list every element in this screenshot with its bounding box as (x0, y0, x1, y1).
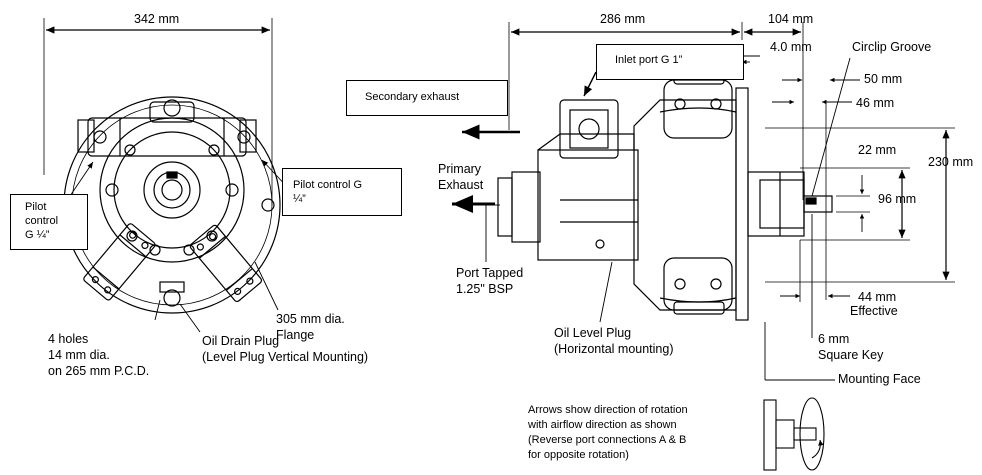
arrows-note-line1: Arrows show direction of rotation (528, 404, 688, 416)
key-line1: 6 mm (818, 332, 850, 346)
oil-drain-line2: (Level Plug Vertical Mounting) (202, 350, 369, 364)
pilot-left-box: Pilot control G ¼” (10, 194, 88, 250)
inlet-port-label: Inlet port G 1” (615, 54, 683, 66)
primary-exhaust-line1: Primary (438, 162, 482, 176)
pilot-right-box: Pilot control G ¼” (282, 168, 402, 216)
holes-line3: on 265 mm P.C.D. (48, 364, 150, 378)
rotation-diagram (763, 397, 825, 471)
flange-hole (261, 198, 275, 212)
dim-104: 104 mm (768, 12, 814, 26)
dim-46: 46 mm (856, 96, 895, 110)
oil-level-line2: (Horizontal mounting) (554, 342, 674, 356)
oil-drain-line1: Oil Drain Plug (202, 334, 280, 348)
arrows-note-line2: with airflow direction as shown (528, 419, 677, 431)
port-tapped-line2: 1.25" BSP (456, 282, 514, 296)
pilot-left-line3: G ¼” (25, 229, 50, 241)
dim-96: 96 mm (878, 192, 917, 206)
flange-hole (237, 130, 251, 144)
mounting-face-label: Mounting Face (838, 372, 921, 386)
primary-exhaust-line2: Exhaust (438, 178, 484, 192)
dim-286: 286 mm (600, 12, 646, 26)
end-view (43, 18, 291, 333)
secondary-exhaust-label: Secondary exhaust (365, 91, 460, 103)
dim-44-effective: Effective (850, 304, 898, 318)
shaft (747, 171, 805, 237)
dim-44: 44 mm (858, 290, 897, 304)
dim-50: 50 mm (864, 72, 903, 86)
dim-230: 230 mm (928, 155, 974, 169)
inlet-port-box: Inlet port G 1” (596, 44, 744, 80)
arrows-note-line4: for opposite rotation) (528, 449, 629, 461)
mounting-flange (735, 87, 749, 321)
bottom-cylinder-side (663, 257, 733, 311)
rear-housing (537, 149, 639, 261)
pilot-left-line2: control (25, 215, 59, 227)
flange-hole (93, 130, 107, 144)
body-circle (99, 117, 245, 263)
arrows-note-line3: (Reverse port connections A & B (528, 434, 687, 446)
dim-342: 342 mm (134, 12, 180, 26)
holes-line2: 14 mm dia. (48, 348, 110, 362)
dim-4: 4.0 mm (770, 40, 812, 54)
port-tapped-line1: Port Tapped (456, 266, 524, 280)
flange-line2: Flange (276, 328, 315, 342)
top-cylinder (87, 117, 247, 157)
key-line2: Square Key (818, 348, 884, 362)
top-cylinder-side (663, 79, 733, 139)
secondary-exhaust-box: Secondary exhaust (346, 80, 508, 116)
circlip-groove-label: Circlip Groove (852, 40, 932, 54)
pilot-left-line1: Pilot (25, 201, 47, 213)
pilot-right-line2: ¼” (293, 193, 306, 205)
pilot-right-line1: Pilot control G (293, 179, 363, 191)
oil-level-line1: Oil Level Plug (554, 326, 632, 340)
holes-line1: 4 holes (48, 332, 89, 346)
flange-circle (63, 96, 281, 314)
side-view (452, 22, 955, 381)
dim-22: 22 mm (858, 143, 897, 157)
oil-drain-plug (163, 289, 181, 307)
flange-line1: 305 mm dia. (276, 312, 345, 326)
